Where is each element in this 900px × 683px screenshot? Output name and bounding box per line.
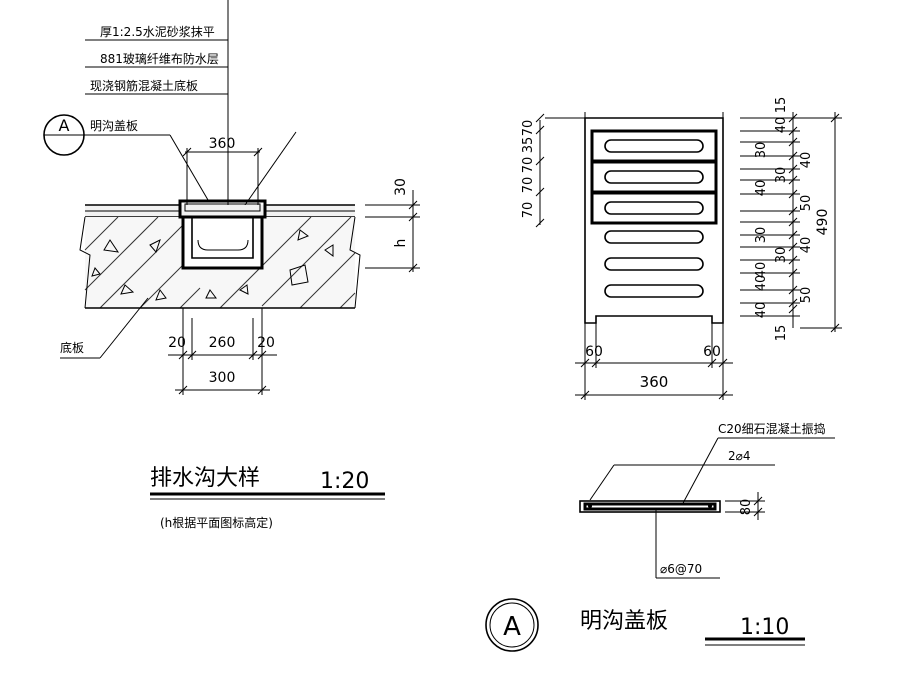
right-dim-labels: 15 40 30 40 30 40 50 30 40 30 40 40 50 4… xyxy=(754,97,814,342)
left-dim-70-c: 70 xyxy=(521,177,536,194)
section-plate xyxy=(579,500,721,513)
right-dim-40-c: 40 xyxy=(754,180,769,197)
overall-width-360: 360 xyxy=(640,373,669,391)
right-dim-15-top: 15 xyxy=(774,97,789,114)
section-thickness: 80 xyxy=(739,499,754,516)
cover-plate-section: C20细石混凝土振捣 2⌀4 80 ⌀6@70 A 明沟盖板 1:10 xyxy=(485,421,835,652)
base-label: 底板 xyxy=(60,340,84,355)
right-dim-extension-lines xyxy=(740,117,800,317)
right-dim-40-g: 40 xyxy=(754,302,769,319)
right-dim-30-d: 30 xyxy=(774,247,789,264)
detail-note: (h根据平面图标高定) xyxy=(160,515,273,530)
right-dim-40-f: 40 xyxy=(754,275,769,292)
right-dim-40-b: 40 xyxy=(799,152,814,169)
right-dim-40-a: 40 xyxy=(774,117,789,134)
concrete-hatch xyxy=(84,216,356,309)
concrete-label: C20细石混凝土振捣 xyxy=(718,421,826,436)
dim-bottom-20-right: 20 xyxy=(257,335,275,351)
dim-right-h: h xyxy=(393,239,409,248)
section-scale: 1:10 xyxy=(740,615,789,640)
detail-scale: 1:20 xyxy=(320,469,369,494)
framed-slots xyxy=(590,129,718,225)
bottom-dim-60-left: 60 xyxy=(585,344,603,360)
layer-label-2: 881玻璃纤维布防水层 xyxy=(100,51,219,66)
dim-bottom-20-left: 20 xyxy=(168,335,186,351)
rebar-bottom-label: ⌀6@70 xyxy=(660,562,702,576)
section-symbol: A xyxy=(503,612,521,642)
ditch-detail: 厚1:2.5水泥砂浆抹平 881玻璃纤维布防水层 现浇钢筋混凝土底板 A 明沟盖… xyxy=(43,0,420,530)
dim-bottom-300: 300 xyxy=(209,370,236,386)
overall-height-490: 490 xyxy=(815,209,831,236)
right-dim-15-bottom: 15 xyxy=(774,325,789,342)
ditch-channel xyxy=(178,199,267,270)
right-dim-40-d: 40 xyxy=(799,237,814,254)
right-dim-30-b: 30 xyxy=(774,167,789,184)
callout-symbol: A xyxy=(59,116,70,135)
right-dim-50-b: 50 xyxy=(799,287,814,304)
right-dim-30-a: 30 xyxy=(754,142,769,159)
right-dim-30-c: 30 xyxy=(754,227,769,244)
section-title: 明沟盖板 xyxy=(580,609,668,634)
dim-right-30: 30 xyxy=(393,178,409,196)
layer-label-1: 厚1:2.5水泥砂浆抹平 xyxy=(100,24,215,39)
detail-title: 排水沟大样 xyxy=(150,466,260,491)
left-dim-70-a: 70 xyxy=(521,120,536,137)
cover-plate-plan: 70 35 70 70 70 xyxy=(521,97,842,400)
aggregate-marks xyxy=(91,229,334,301)
right-dim-50-a: 50 xyxy=(799,195,814,212)
open-slots xyxy=(604,230,704,298)
callout-label: 明沟盖板 xyxy=(90,119,138,133)
rebar-top-label: 2⌀4 xyxy=(728,449,751,463)
bottom-dim-60-right: 60 xyxy=(703,344,721,360)
left-dim-35: 35 xyxy=(521,137,536,154)
right-dim-40-e: 40 xyxy=(754,262,769,279)
dim-top-width: 360 xyxy=(209,136,236,152)
section-symbol-circle xyxy=(485,598,539,652)
left-dim-70-b: 70 xyxy=(521,157,536,174)
dim-bottom-260: 260 xyxy=(209,335,236,351)
left-dim-70-d: 70 xyxy=(521,202,536,219)
layer-label-3: 现浇钢筋混凝土底板 xyxy=(90,78,198,93)
